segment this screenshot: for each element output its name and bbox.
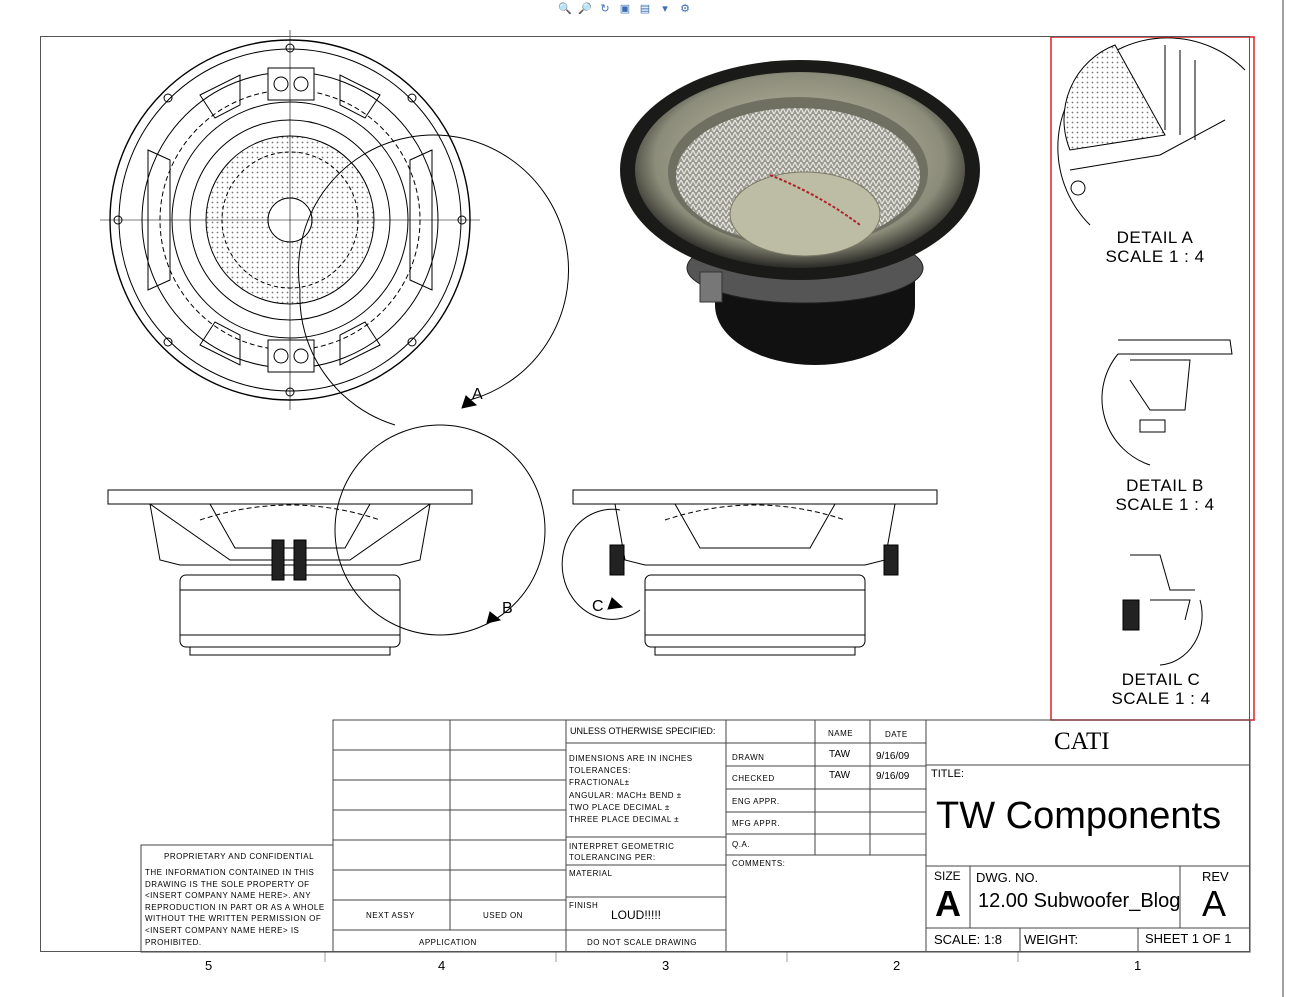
- rotate-icon[interactable]: ↻: [600, 2, 610, 15]
- zoom-fit-icon[interactable]: 🔍: [558, 2, 572, 15]
- application-label: APPLICATION: [419, 938, 477, 947]
- do-not-scale: DO NOT SCALE DRAWING: [587, 938, 698, 947]
- size-value: A: [935, 883, 961, 924]
- hide-show-icon[interactable]: ▾: [662, 2, 668, 15]
- zoom-area-icon[interactable]: 🔎: [578, 2, 592, 15]
- detail-views: [1057, 37, 1246, 666]
- isometric-view: [620, 60, 980, 365]
- side-view-right: [561, 489, 938, 656]
- callout-a[interactable]: A: [472, 386, 483, 403]
- detail-a-label[interactable]: DETAIL A SCALE 1 : 4: [1105, 228, 1205, 266]
- row-label-drawn: DRAWN: [732, 753, 765, 762]
- finish-value: LOUD!!!!!: [611, 908, 662, 922]
- dwg-no-label: DWG. NO.: [976, 870, 1039, 885]
- name-header: NAME: [828, 729, 854, 738]
- front-view: [100, 30, 570, 426]
- display-style-icon[interactable]: ▤: [639, 2, 651, 15]
- dwg-no-value[interactable]: 12.00 Subwoofer_Blog: [978, 890, 1181, 912]
- material-label: MATERIAL: [569, 869, 613, 878]
- callout-b[interactable]: B: [502, 600, 513, 617]
- proprietary-text: THE INFORMATION CONTAINED IN THIS DRAWIN…: [145, 868, 325, 947]
- appearance-icon[interactable]: ⚙: [680, 2, 690, 15]
- interpret-geometric: INTERPRET GEOMETRIC TOLERANCING PER:: [569, 842, 675, 862]
- row-name-drawn: TAW: [829, 749, 851, 760]
- unless-specified: UNLESS OTHERWISE SPECIFIED:: [570, 726, 716, 736]
- proprietary-heading: PROPRIETARY AND CONFIDENTIAL: [164, 852, 315, 861]
- rev-label: REV: [1202, 869, 1229, 884]
- date-header: DATE: [885, 730, 908, 739]
- scale-value: SCALE: 1:8: [934, 932, 1002, 947]
- title-label: TITLE:: [931, 768, 965, 780]
- rev-value: A: [1202, 883, 1227, 924]
- row-label-checked: CHECKED: [732, 774, 775, 783]
- zone-1: 1: [1134, 958, 1142, 973]
- callout-c[interactable]: C: [592, 598, 604, 615]
- comments-label: COMMENTS:: [732, 859, 786, 868]
- row-label-eng: ENG APPR.: [732, 797, 780, 806]
- weight-label: WEIGHT:: [1024, 932, 1079, 947]
- row-date-checked: 9/16/09: [876, 771, 910, 782]
- drawing-title[interactable]: TW Components: [936, 795, 1222, 837]
- side-view-left: [107, 424, 546, 656]
- company-name: CATI: [1054, 728, 1110, 755]
- finish-label: FINISH: [569, 901, 599, 910]
- view-orient-icon[interactable]: ▣: [619, 2, 631, 15]
- tolerance-notes: DIMENSIONS ARE IN INCHES TOLERANCES: FRA…: [569, 754, 693, 825]
- sheet-number: SHEET 1 OF 1: [1145, 931, 1232, 946]
- heads-up-toolbar: 🔍 🔎 ↻ ▣ ▤ ▾ ⚙: [556, 0, 694, 16]
- zone-5: 5: [205, 958, 213, 973]
- row-label-qa: Q.A.: [732, 840, 751, 849]
- used-on-label: USED ON: [483, 911, 523, 920]
- next-assy-label: NEXT ASSY: [366, 911, 415, 920]
- row-label-mfg: MFG APPR.: [732, 819, 781, 828]
- row-name-checked: TAW: [829, 770, 851, 781]
- row-date-drawn: 9/16/09: [876, 751, 910, 762]
- zone-2: 2: [893, 958, 901, 973]
- sheet-border: [40, 36, 1250, 952]
- size-label: SIZE: [934, 869, 961, 883]
- title-block-grid: [140, 719, 1251, 953]
- detail-b-label[interactable]: DETAIL B SCALE 1 : 4: [1115, 476, 1215, 514]
- zone-3: 3: [662, 958, 670, 973]
- detail-c-label[interactable]: DETAIL C SCALE 1 : 4: [1111, 670, 1211, 708]
- zone-4: 4: [438, 958, 446, 973]
